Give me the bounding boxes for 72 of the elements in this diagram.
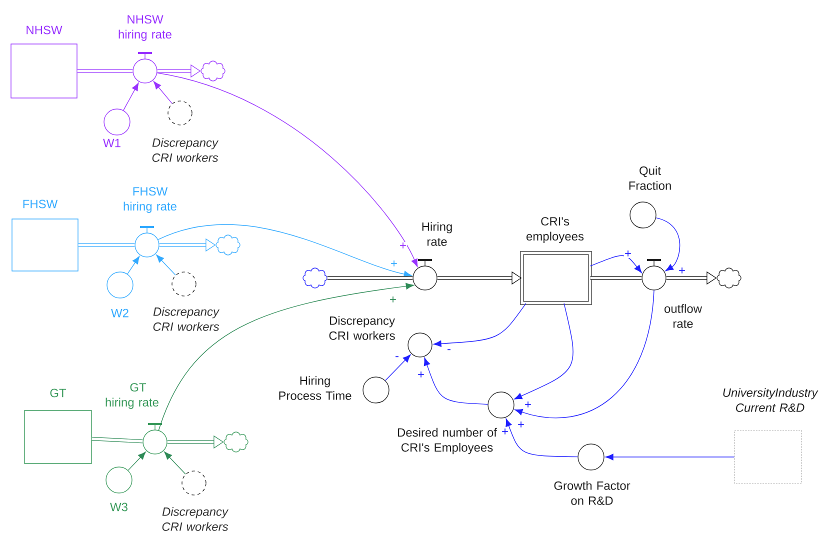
polarity-sign: + <box>517 421 525 429</box>
cloud <box>200 60 226 82</box>
polarity-sign: + <box>417 371 425 379</box>
node-label: Discrepancy CRI workers <box>329 316 395 340</box>
arrow <box>123 82 139 111</box>
arrow <box>158 224 412 278</box>
arrow <box>384 354 411 381</box>
flow-pipe <box>327 276 413 280</box>
shadow-variable: Discrepancy CRI workers <box>162 470 229 531</box>
polarity-sign: + <box>389 296 397 304</box>
node-label: CRI's employees <box>526 217 584 243</box>
stock-box: NHSW <box>10 26 78 98</box>
cloud <box>224 432 248 452</box>
polarity-sign: + <box>390 260 398 268</box>
arrow <box>156 72 418 267</box>
node-label: W3 <box>110 502 128 512</box>
cloud <box>716 268 742 288</box>
polarity-sign: + <box>399 242 407 250</box>
arrow <box>590 255 642 274</box>
arrow <box>128 452 146 471</box>
flow-pipe <box>78 243 135 247</box>
shadow-variable: Discrepancy CRI workers <box>153 272 220 331</box>
node-label: Discrepancy CRI workers <box>162 507 229 531</box>
flow-valve: FHSW hiring rate <box>124 187 176 258</box>
polarity-sign: + <box>501 428 509 436</box>
node-label: W2 <box>111 308 128 318</box>
node-label: Growth Factor on R&D <box>554 481 630 505</box>
node-label: Desired number of CRI's Employees <box>398 428 498 454</box>
flow-valve: NHSW hiring rate <box>118 15 172 84</box>
stock-box: UniversityIndustry Current R&D <box>723 388 818 484</box>
stock-box: FHSW <box>12 200 78 272</box>
polarity-sign: - <box>394 356 400 360</box>
arrow <box>514 290 654 418</box>
flow-pipe <box>590 276 642 280</box>
arrow <box>514 302 574 400</box>
arrow <box>127 256 140 274</box>
flow-pipe <box>92 436 143 444</box>
node-label: FHSW hiring rate <box>124 187 176 213</box>
node-label: W1 <box>103 138 120 148</box>
node-label: NHSW <box>26 26 62 34</box>
arrow <box>424 358 488 405</box>
node-label: NHSW hiring rate <box>118 15 172 41</box>
node-label: Discrepancy CRI workers <box>153 307 220 331</box>
node-label: GT <box>50 388 66 398</box>
polarity-sign: + <box>678 267 686 275</box>
node-label: Hiring rate <box>422 222 452 246</box>
node-label: outflow rate <box>664 304 702 328</box>
stock-box: GT <box>24 388 92 464</box>
arrow <box>605 454 735 460</box>
node-label: Hiring Process Time <box>279 376 352 400</box>
flow-valve: GT hiring rate <box>106 383 168 454</box>
flow-valve: Hiring rate <box>412 222 452 290</box>
arrow <box>158 282 414 431</box>
arrow <box>656 217 680 272</box>
node-label: GT hiring rate <box>106 383 158 409</box>
cloud <box>302 268 328 288</box>
node-label: FHSW <box>23 200 58 208</box>
arrow <box>153 81 172 104</box>
polarity-sign: + <box>624 250 632 258</box>
node-label: Quit Fraction <box>629 166 671 190</box>
shadow-variable: Discrepancy CRI workers <box>152 100 219 162</box>
arrow <box>156 254 176 276</box>
node-label: UniversityIndustry Current R&D <box>723 388 818 412</box>
polarity-sign: + <box>524 401 532 409</box>
stock-box: CRI's employees <box>520 217 592 305</box>
flow-pipe <box>77 69 133 73</box>
polarity-sign: - <box>446 348 452 354</box>
arrow <box>433 302 526 347</box>
arrow <box>506 418 578 458</box>
arrow <box>164 452 186 474</box>
node-label: Discrepancy CRI workers <box>152 138 219 162</box>
cloud <box>216 234 240 256</box>
